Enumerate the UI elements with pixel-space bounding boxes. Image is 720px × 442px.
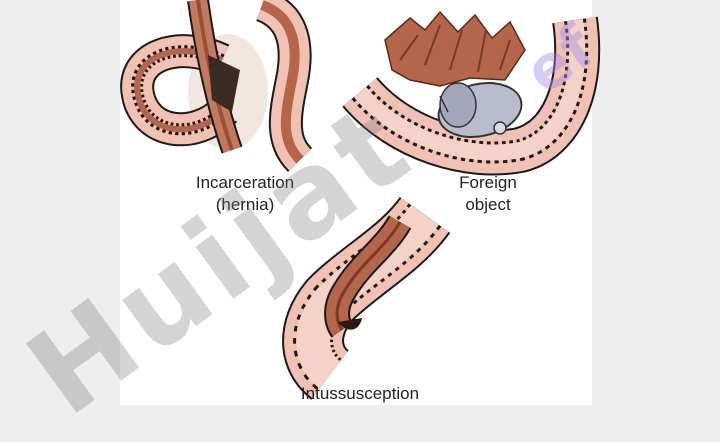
intussusception-illustration (282, 196, 451, 400)
caption-foreign-line1: Foreign (459, 173, 517, 192)
caption-incarceration-line2: (hernia) (215, 195, 275, 214)
foreign-object-capsule (437, 82, 523, 138)
foreign-object-illustration (342, 10, 601, 176)
caption-incarceration-line1: Incarceration (195, 173, 295, 192)
bowel-obstruction-illustration (120, 0, 601, 400)
caption-incarceration: Incarceration (hernia) (170, 172, 320, 216)
caption-foreign-line2: object (465, 195, 511, 214)
caption-intussusception: Intussusception (300, 384, 420, 403)
caption-foreign-object: Foreign object (440, 172, 536, 216)
incarceration-hernia-illustration (120, 0, 313, 173)
